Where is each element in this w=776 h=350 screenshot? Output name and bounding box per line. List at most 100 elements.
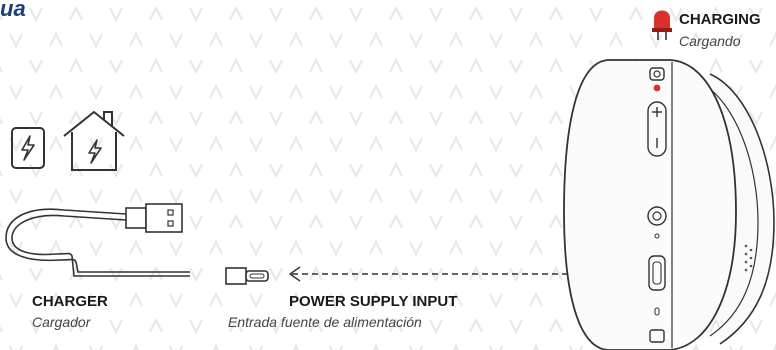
watermark-chevron bbox=[409, 293, 423, 309]
watermark-chevron bbox=[289, 239, 303, 255]
watermark-chevron bbox=[609, 31, 623, 47]
watermark-chevron bbox=[429, 215, 443, 231]
watermark-chevron bbox=[29, 59, 43, 75]
watermark-chevron bbox=[209, 291, 223, 307]
watermark-chevron bbox=[469, 161, 483, 177]
watermark-chevron bbox=[489, 293, 503, 309]
watermark-chevron bbox=[129, 239, 143, 255]
watermark-chevron bbox=[129, 83, 143, 99]
watermark-chevron bbox=[509, 111, 523, 127]
charger-sublabel: Cargador bbox=[32, 314, 91, 330]
watermark-chevron bbox=[269, 319, 283, 335]
watermark-chevron bbox=[769, 291, 776, 307]
watermark-chevron bbox=[389, 317, 403, 333]
watermark-chevron bbox=[329, 293, 343, 309]
watermark-chevron bbox=[529, 291, 543, 307]
watermark-chevron bbox=[89, 189, 103, 205]
watermark-chevron bbox=[769, 135, 776, 151]
watermark-chevron bbox=[429, 319, 443, 335]
watermark-chevron bbox=[389, 265, 403, 281]
watermark-chevron bbox=[209, 239, 223, 255]
watermark-chevron bbox=[489, 137, 503, 153]
watermark-chevron bbox=[49, 135, 63, 151]
watermark-chevron bbox=[0, 325, 3, 333]
watermark-chevron bbox=[29, 319, 43, 335]
watermark-chevron bbox=[429, 59, 443, 75]
watermark-chevron bbox=[249, 33, 263, 49]
watermark-chevron bbox=[9, 33, 23, 49]
watermark-chevron bbox=[549, 265, 563, 281]
watermark-chevron bbox=[0, 169, 3, 177]
watermark-chevron bbox=[129, 187, 143, 203]
watermark-chevron bbox=[269, 59, 283, 75]
watermark-chevron bbox=[669, 7, 683, 23]
watermark-chevron bbox=[229, 109, 243, 125]
watermark-chevron bbox=[249, 293, 263, 309]
watermark-chevron bbox=[9, 293, 23, 309]
watermark-chevron bbox=[509, 267, 523, 283]
watermark-chevron bbox=[169, 241, 183, 257]
watermark-chevron bbox=[69, 109, 83, 125]
watermark-chevron bbox=[349, 59, 363, 75]
watermark-chevron bbox=[389, 109, 403, 125]
watermark-chevron bbox=[409, 137, 423, 153]
brand-logo: ua bbox=[0, 0, 26, 21]
watermark-chevron bbox=[349, 215, 363, 231]
watermark-chevron bbox=[329, 241, 343, 257]
watermark-chevron bbox=[69, 317, 83, 333]
watermark-chevron bbox=[549, 5, 563, 21]
watermark-chevron bbox=[209, 135, 223, 151]
watermark-chevron bbox=[89, 293, 103, 309]
watermark-chevron bbox=[109, 163, 123, 179]
watermark-chevron bbox=[389, 5, 403, 21]
watermark-chevron bbox=[449, 239, 463, 255]
watermark-chevron bbox=[89, 137, 103, 153]
watermark-chevron bbox=[89, 85, 103, 101]
watermark-chevron bbox=[389, 57, 403, 73]
watermark-chevron bbox=[389, 161, 403, 177]
watermark-chevron bbox=[769, 31, 776, 47]
watermark-chevron bbox=[309, 161, 323, 177]
watermark-chevron bbox=[749, 319, 763, 335]
watermark-chevron bbox=[429, 163, 443, 179]
watermark-chevron bbox=[489, 345, 503, 350]
charging-label: CHARGING bbox=[679, 11, 761, 28]
watermark-chevron bbox=[729, 33, 743, 49]
watermark-chevron bbox=[509, 319, 523, 335]
watermark-chevron bbox=[369, 291, 383, 307]
watermark-chevron bbox=[269, 111, 283, 127]
watermark-chevron bbox=[169, 137, 183, 153]
watermark-chevron bbox=[769, 83, 776, 99]
watermark-chevron bbox=[189, 163, 203, 179]
watermark-chevron bbox=[549, 109, 563, 125]
watermark-chevron bbox=[749, 111, 763, 127]
watermark-chevron bbox=[9, 189, 23, 205]
watermark-chevron bbox=[469, 213, 483, 229]
watermark-chevron bbox=[409, 33, 423, 49]
watermark-chevron bbox=[132, 343, 140, 350]
watermark-chevron bbox=[209, 83, 223, 99]
watermark-chevron bbox=[349, 7, 363, 23]
watermark-chevron bbox=[309, 265, 323, 281]
watermark-chevron bbox=[389, 213, 403, 229]
watermark-chevron bbox=[69, 161, 83, 177]
charger-label: CHARGER bbox=[32, 293, 108, 310]
watermark-chevron bbox=[449, 83, 463, 99]
watermark-chevron bbox=[229, 57, 243, 73]
watermark-chevron bbox=[129, 135, 143, 151]
watermark-chevron bbox=[529, 239, 543, 255]
watermark-chevron bbox=[709, 57, 723, 73]
watermark-chevron bbox=[289, 31, 303, 47]
watermark-chevron bbox=[169, 33, 183, 49]
watermark-chevron bbox=[409, 241, 423, 257]
watermark-chevron bbox=[549, 213, 563, 229]
watermark-chevron bbox=[349, 267, 363, 283]
power-input-label: POWER SUPPLY INPUT bbox=[289, 293, 458, 310]
watermark-chevron bbox=[369, 135, 383, 151]
watermark-chevron bbox=[749, 7, 763, 23]
watermark-chevron bbox=[212, 343, 220, 350]
watermark-chevron bbox=[349, 163, 363, 179]
watermark-chevron bbox=[49, 83, 63, 99]
speaker-device-icon bbox=[563, 59, 775, 350]
watermark-chevron bbox=[129, 31, 143, 47]
